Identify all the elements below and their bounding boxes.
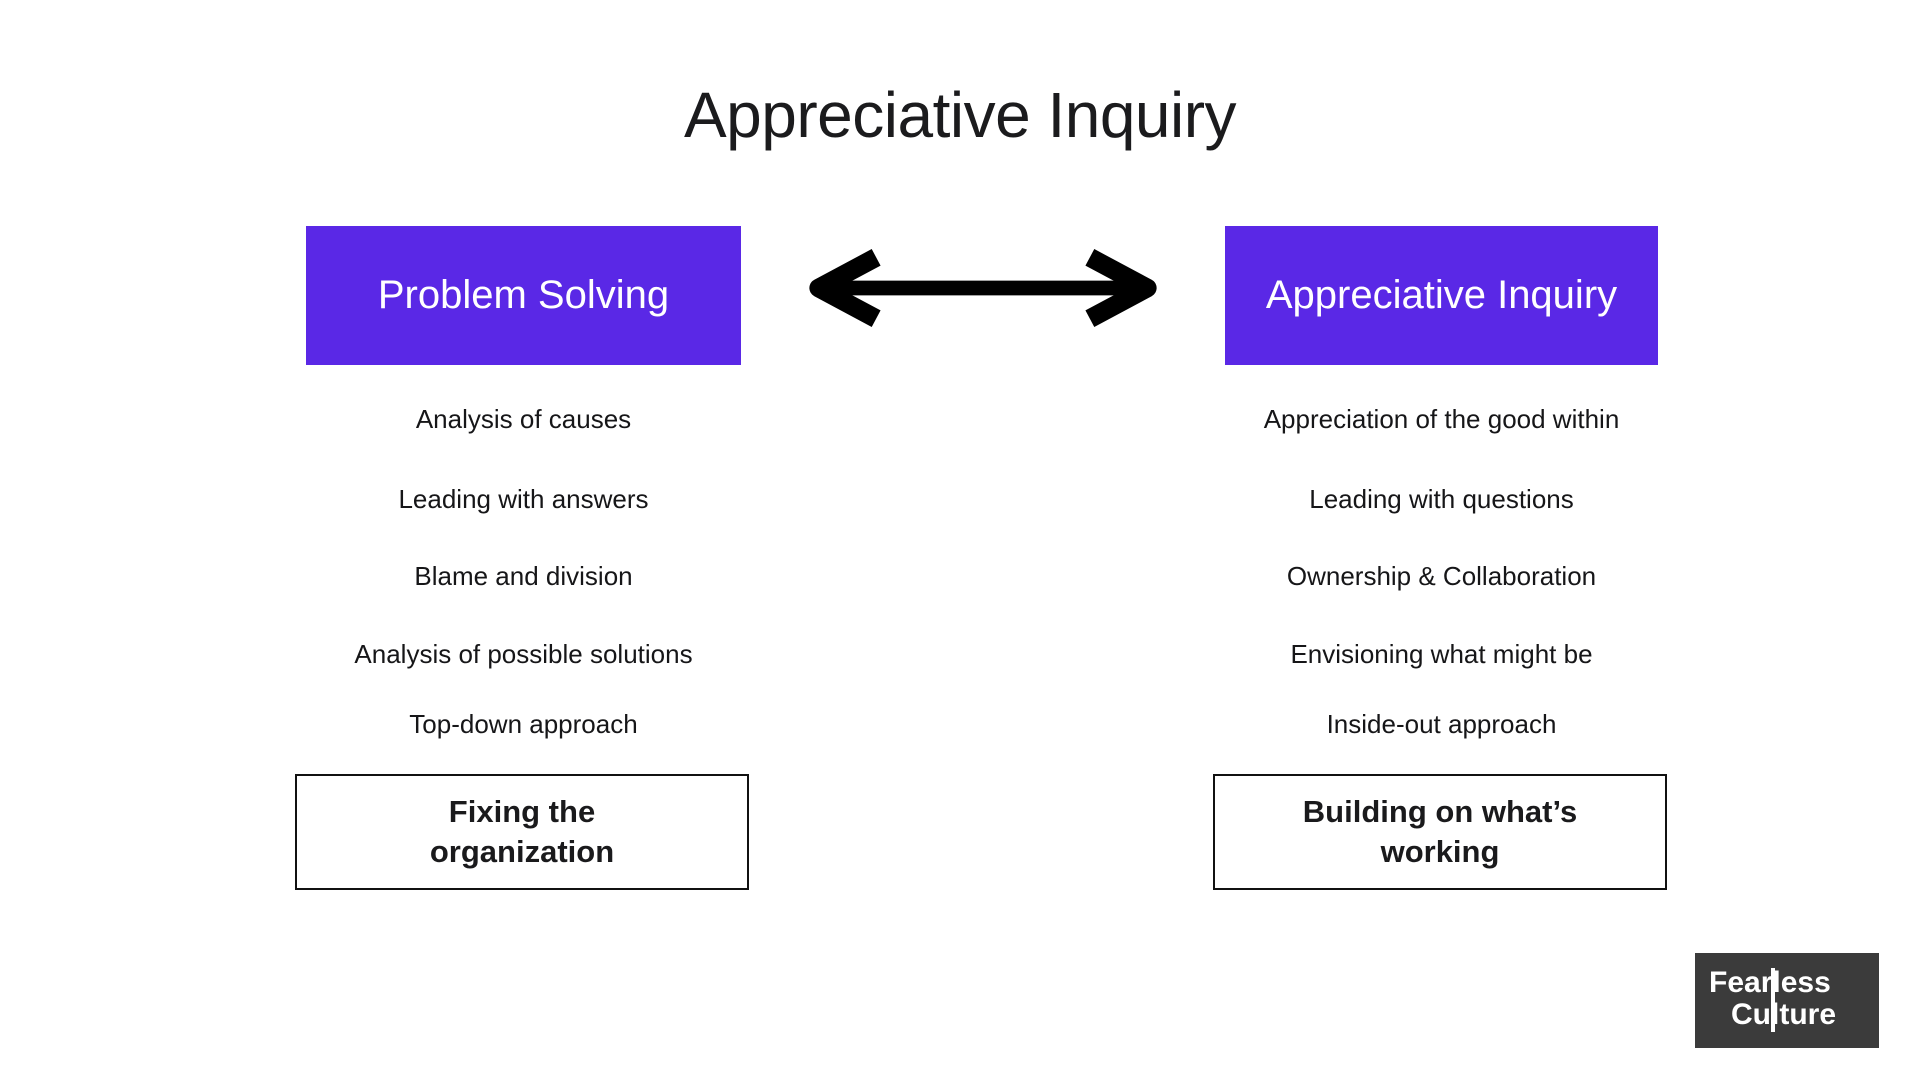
fearless-culture-logo: Fearless Culture: [1695, 953, 1879, 1048]
logo-text-line2: Culture: [1731, 997, 1836, 1031]
problem-solving-header-box: Problem Solving: [306, 226, 741, 365]
appreciative-inquiry-list: Appreciation of the good within Leading …: [1225, 0, 1658, 760]
list-item: Leading with answers: [398, 484, 649, 514]
problem-solving-list: Analysis of causes Leading with answers …: [306, 0, 741, 760]
logo-vertical-bar: [1771, 968, 1775, 1032]
footer-box-line: working: [1380, 834, 1500, 869]
page-title: Appreciative Inquiry: [683, 79, 1237, 151]
list-item: Analysis of possible solutions: [354, 639, 693, 669]
building-on-whats-working-box: Building on what’s working: [1213, 774, 1667, 890]
problem-solving-header-label: Problem Solving: [377, 273, 670, 317]
list-item: Ownership & Collaboration: [1286, 561, 1597, 591]
list-item: Leading with questions: [1309, 484, 1574, 514]
logo-text-line1: Fearless: [1709, 966, 1831, 999]
list-item: Inside-out approach: [1326, 709, 1557, 739]
list-item: Top-down approach: [409, 709, 638, 739]
double-arrow-icon: [809, 249, 1157, 327]
list-item: Envisioning what might be: [1290, 639, 1593, 669]
appreciative-inquiry-header-box: Appreciative Inquiry: [1225, 226, 1658, 365]
footer-box-line: Building on what’s: [1302, 793, 1578, 829]
footer-box-line: Fixing the: [448, 793, 596, 829]
fixing-the-organization-box: Fixing the organization: [295, 774, 749, 890]
list-item: Analysis of causes: [415, 404, 632, 434]
appreciative-inquiry-header-label: Appreciative Inquiry: [1265, 273, 1618, 317]
footer-box-line: organization: [429, 834, 615, 869]
list-item: Appreciation of the good within: [1263, 404, 1620, 434]
list-item: Blame and division: [414, 561, 633, 591]
